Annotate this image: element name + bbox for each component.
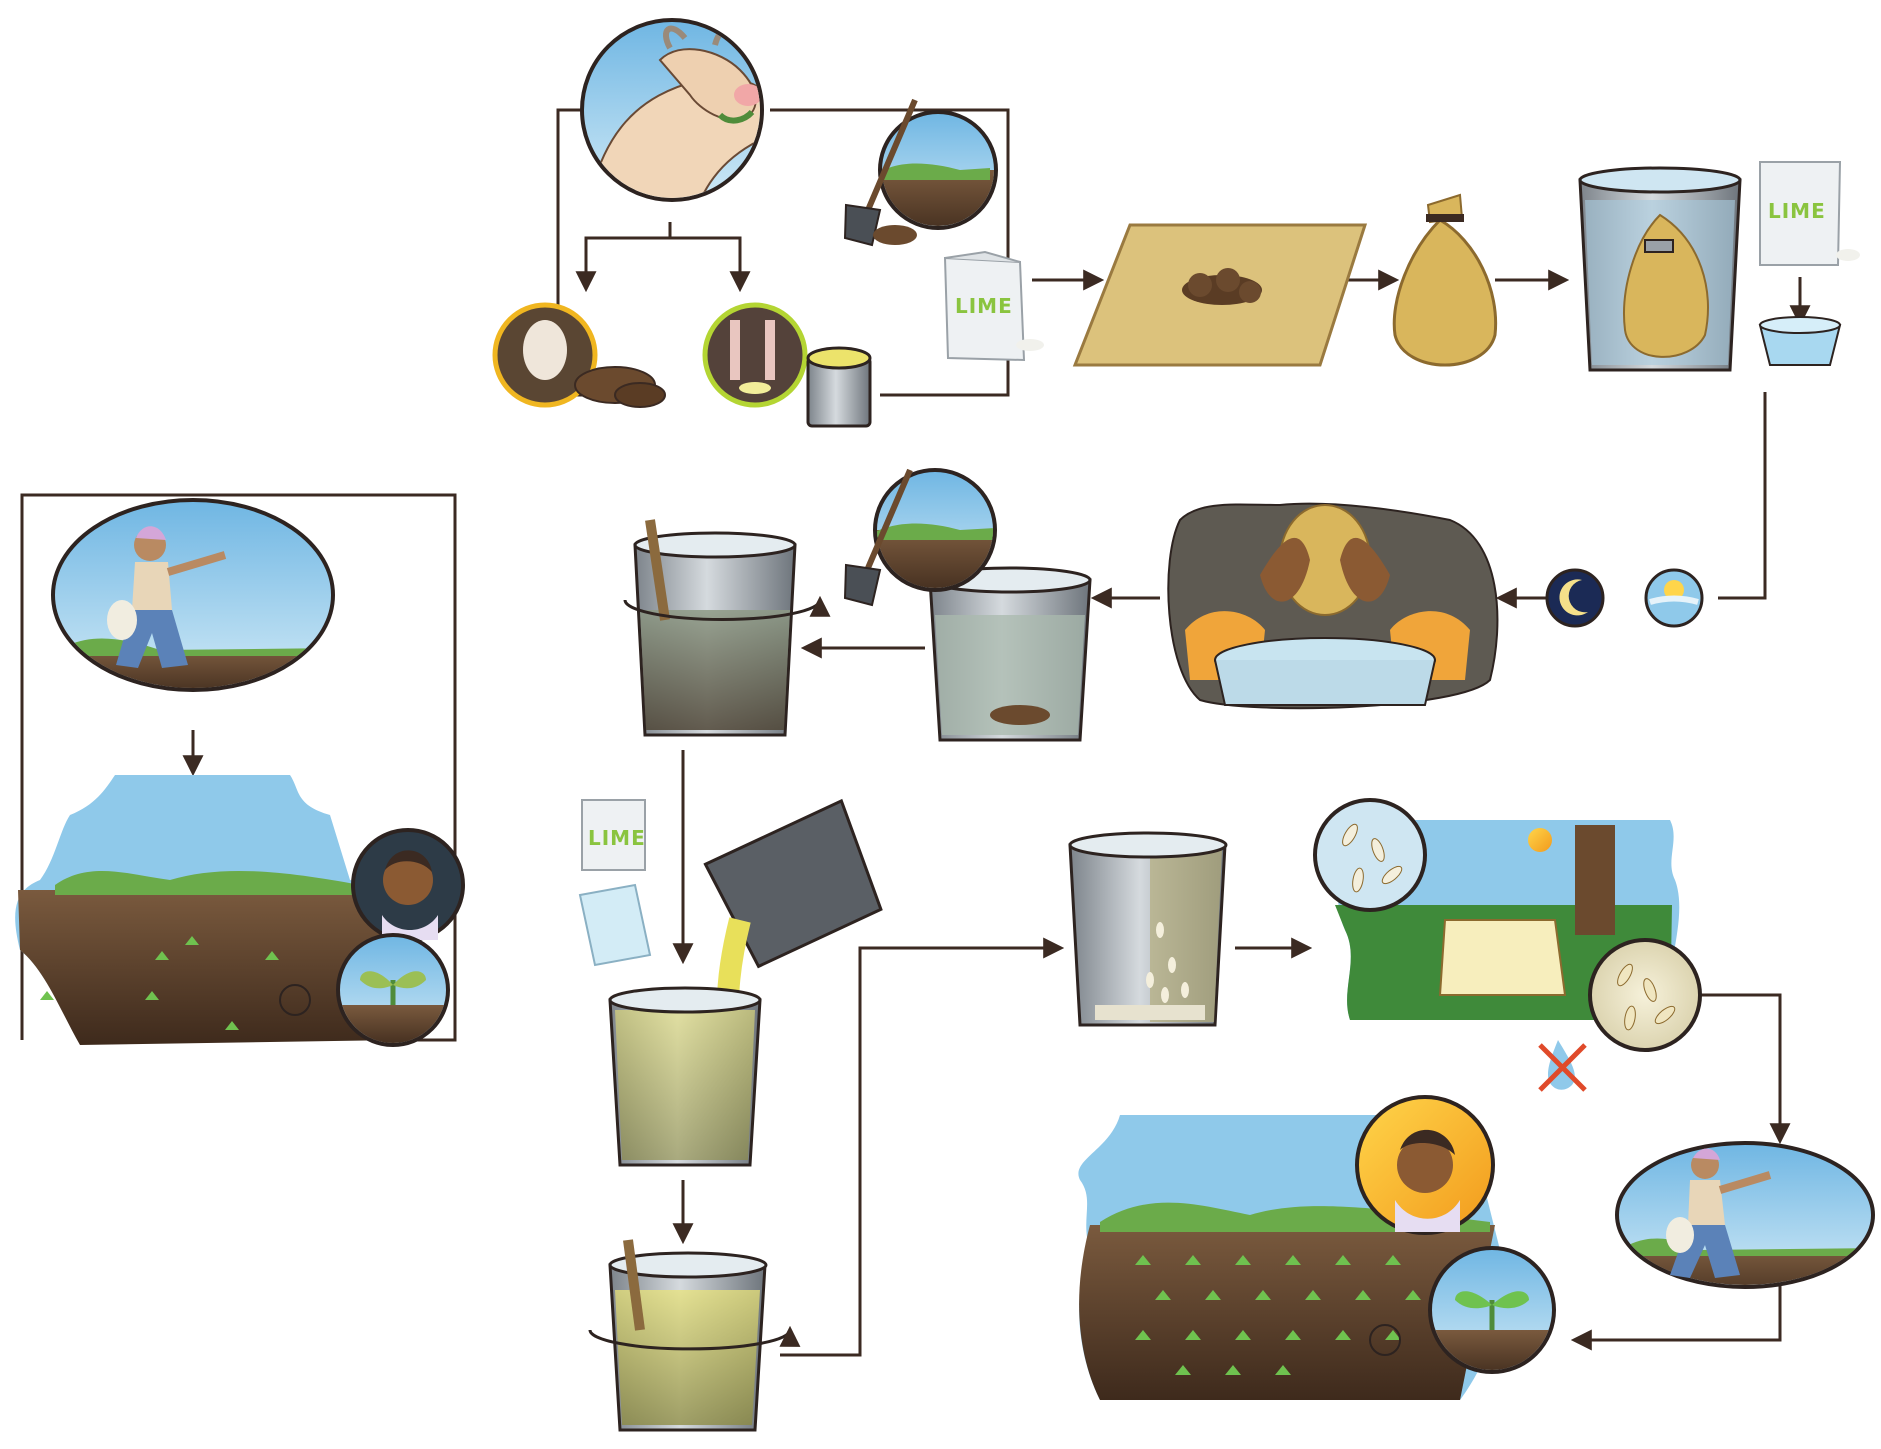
no-water-icon [1538,1040,1587,1092]
drying-scene-icon [1313,798,1702,1052]
squeeze-extract-icon [1167,502,1499,710]
lime-bag-icon: LIME [581,799,646,871]
bracket-top-right [770,108,1010,397]
lime-label-3: LIME [588,826,646,850]
arrow-sow-to-field [1570,1285,1782,1351]
farmer-icon [51,498,335,692]
shovel-icon [843,98,998,247]
bucket-icon [843,468,1092,742]
flow-arrows [20,108,1811,1357]
arrow-overnight [1718,392,1767,600]
arrow-cow-to-urine [670,236,751,293]
soak-bucket-icon [1578,166,1742,372]
arrow-cow-to-dung [575,222,672,293]
cow-dung-icon [492,302,666,408]
moon-icon [1545,568,1605,628]
lime-label-1: LIME [955,294,1013,318]
stir-bucket-icon [623,519,831,737]
healthy-field-icon [1078,1095,1556,1400]
lime-label-2: LIME [1768,199,1826,223]
cow-icon [580,18,764,202]
sparse-field-icon [15,775,465,1047]
sun-icon [1644,568,1704,628]
cloth-bundle-icon [1392,193,1498,367]
stir-bucket-icon [588,1239,801,1432]
water-cup-icon [1758,316,1842,366]
mix-bucket-icon [578,798,883,1167]
lime-bag-icon: LIME [1759,161,1860,266]
arrow-dry-to-sow [1690,993,1791,1145]
seed-bucket-icon [1068,831,1228,1027]
cow-urine-icon [702,302,872,428]
farmer-icon [1615,1141,1875,1289]
cloth-icon [1072,223,1368,367]
bracket-left [20,493,457,1042]
lime-bag-icon: LIME [943,250,1044,362]
arrow-stir2-to-seeds [780,937,1065,1357]
